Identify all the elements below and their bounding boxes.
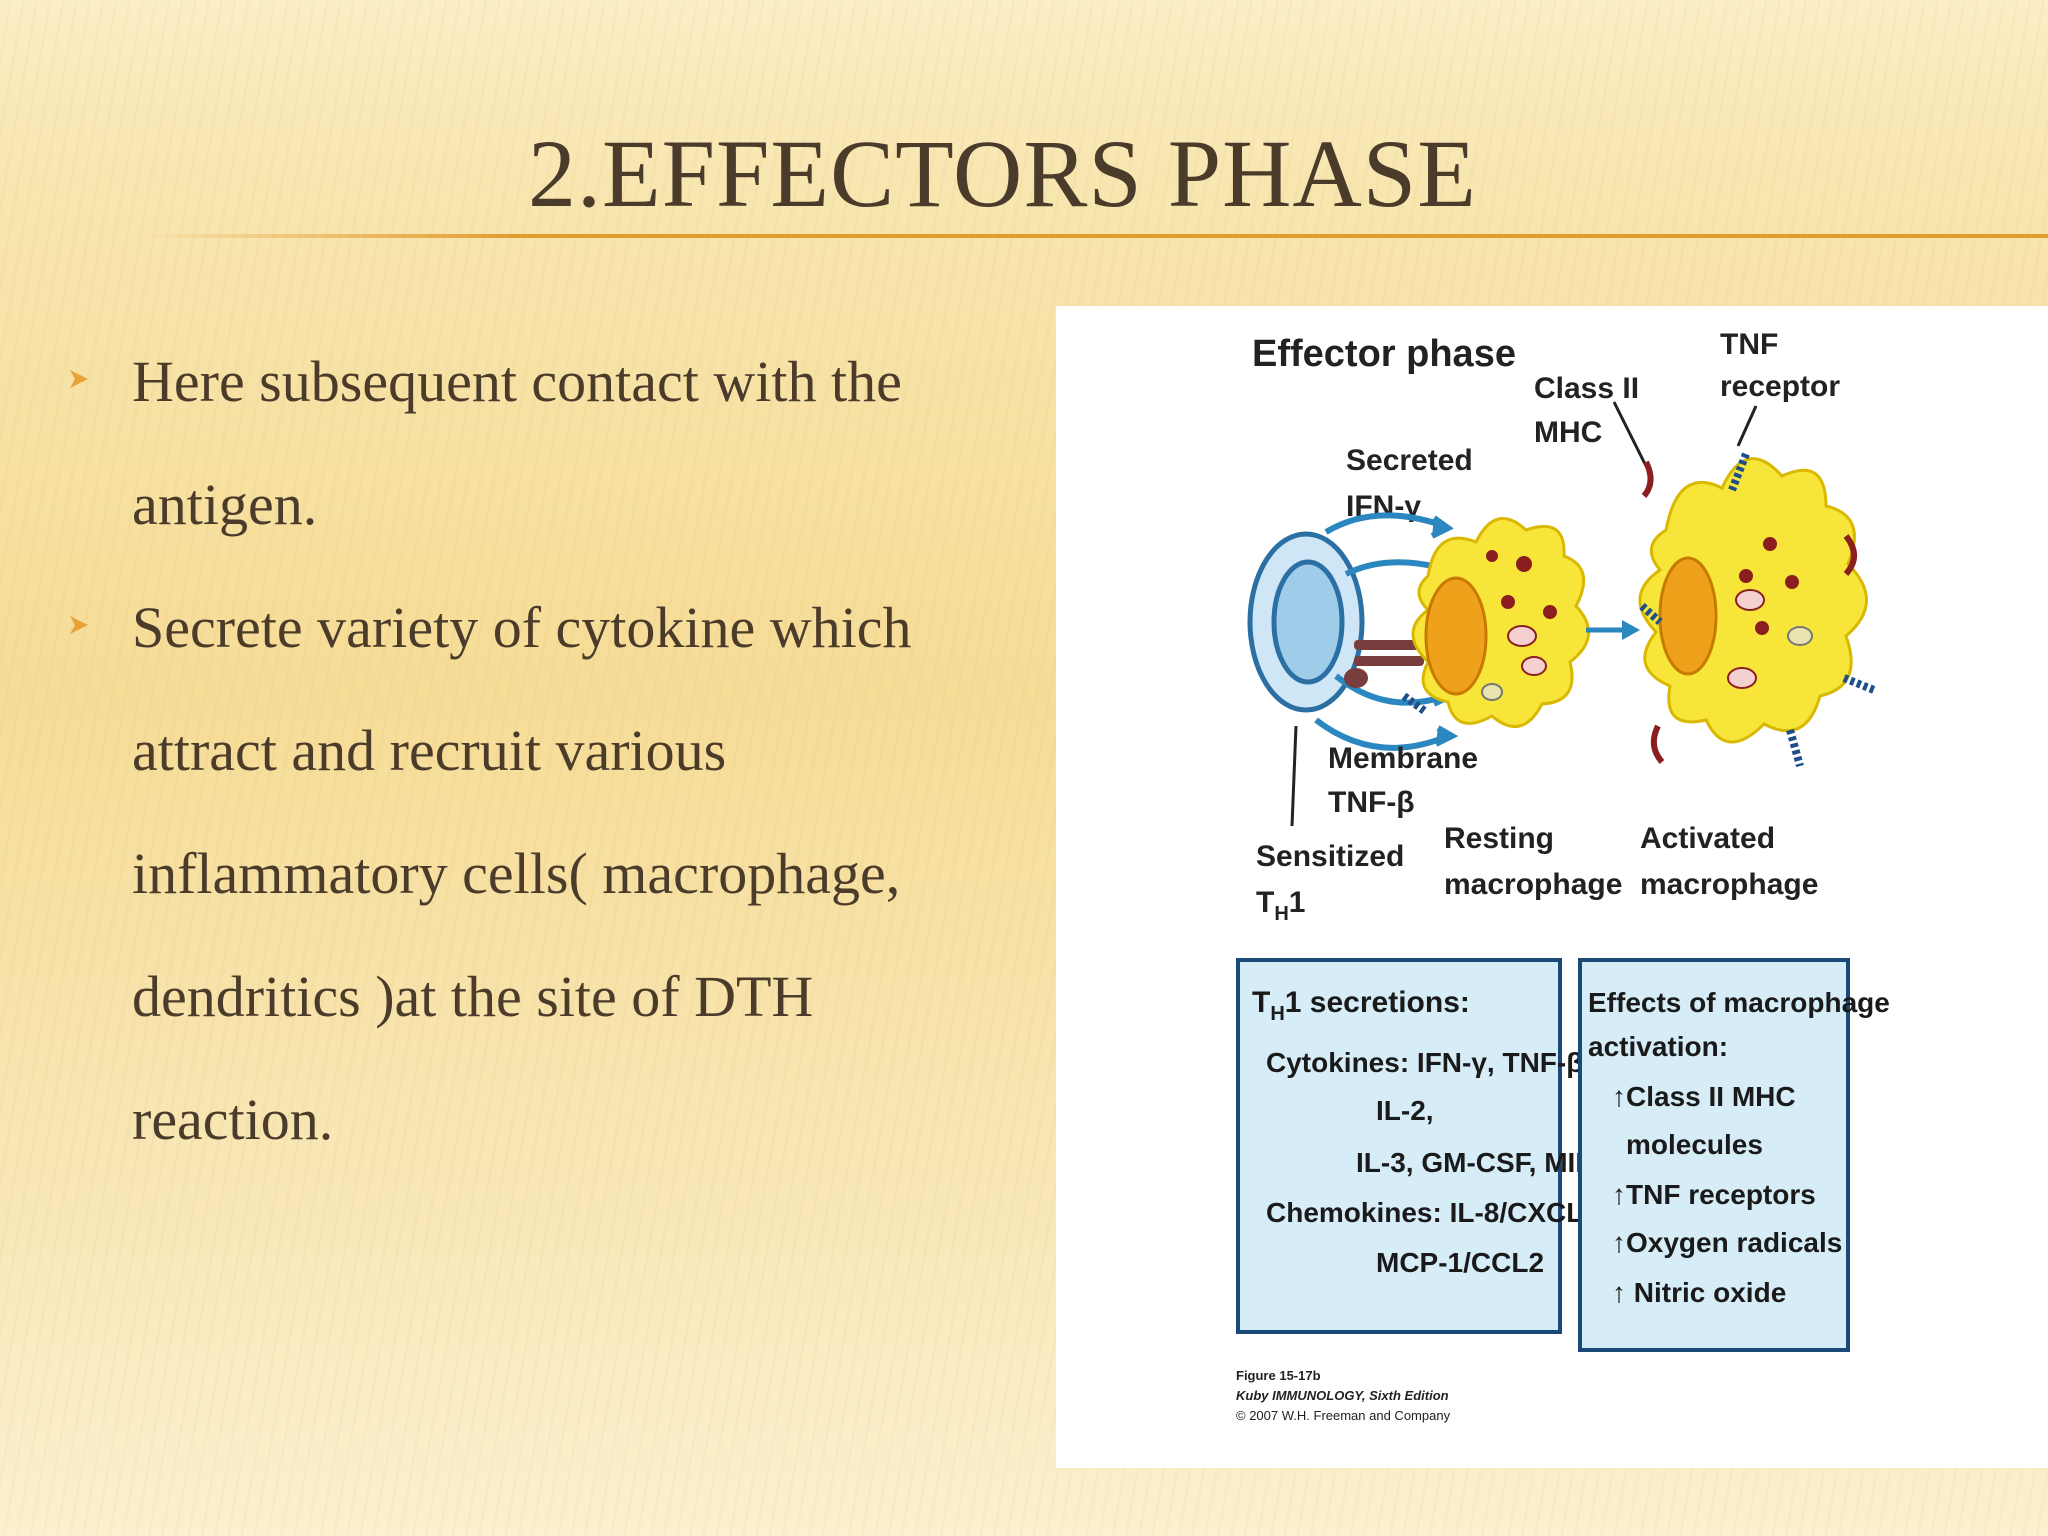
th1-box-line: Chemokines: IL-8/CXCL8, [1266, 1197, 1607, 1228]
macrophage-effects-box [1578, 958, 1850, 1352]
bullet-line: inflammatory cells( macrophage, [132, 841, 901, 906]
figure-svg: Effector phase TNF receptor Class II MHC… [1236, 328, 1890, 1423]
class-ii-pointer [1612, 401, 1648, 467]
tnf-receptor-pointer [1736, 405, 1758, 447]
bullet-line: Secrete variety of cytokine which [132, 595, 912, 660]
effects-box-line: ↑ Nitric oxide [1612, 1277, 1786, 1308]
effects-box-line: molecules [1626, 1129, 1763, 1160]
label-activated: Activated [1640, 822, 1775, 855]
bullet-line: dendritics )at the site of DTH [132, 964, 814, 1029]
figure-heading: Effector phase [1252, 333, 1516, 375]
bullet-item: Here subsequent contact with the antigen… [60, 320, 1060, 566]
th1-box-line: Cytokines: IFN-γ, TNF-β, [1266, 1047, 1591, 1078]
label-membrane: Membrane [1328, 742, 1478, 775]
arrow-bullet-icon [70, 370, 88, 388]
bullet-line: reaction. [132, 1087, 334, 1152]
resting-macrophage-icon [1401, 517, 1591, 728]
th1-box-line: IL-3, GM-CSF, MIF [1356, 1147, 1592, 1178]
th1-box-heading: TH1 secretions: [1252, 986, 1470, 1025]
th1-pointer [1290, 725, 1298, 827]
activation-arrow-icon [1586, 620, 1640, 640]
effects-box-line: ↑Oxygen radicals [1612, 1227, 1842, 1258]
label-class-ii: Class II [1534, 372, 1639, 405]
title-divider [140, 234, 2048, 238]
label-sensitized: Sensitized [1256, 840, 1404, 873]
label-tnf: TNF [1720, 328, 1778, 361]
label-activated-macrophage: macrophage [1640, 868, 1818, 901]
slide-title: 2.EFFECTORS PHASE [528, 120, 1477, 227]
figure-credit-line: Kuby IMMUNOLOGY, Sixth Edition [1236, 1388, 1449, 1403]
activated-macrophage-icon [1638, 452, 1876, 768]
label-tnf-beta: TNF-β [1328, 786, 1415, 819]
bullet-item: Secrete variety of cytokine which attrac… [60, 566, 1060, 1181]
th1-secretions-box [1236, 958, 1562, 1334]
effects-box-heading: Effects of macrophage [1588, 987, 1890, 1018]
bullet-list: Here subsequent contact with the antigen… [60, 320, 1060, 1181]
effects-box-heading: activation: [1588, 1031, 1728, 1062]
mhc-contact-icon [1344, 640, 1424, 688]
label-receptor: receptor [1720, 370, 1840, 403]
th1-box-line: MCP-1/CCL2 [1376, 1247, 1544, 1278]
arrow-bullet-icon [70, 616, 88, 634]
th1-box-line: IL-2, [1376, 1095, 1434, 1126]
label-th1: TH1 [1256, 886, 1305, 925]
effector-phase-figure: Effector phase TNF receptor Class II MHC… [1056, 306, 2048, 1468]
label-secreted: Secreted [1346, 444, 1473, 477]
effects-box-line: ↑TNF receptors [1612, 1179, 1816, 1210]
effects-box-line: ↑Class II MHC [1612, 1081, 1796, 1112]
bullet-line: Here subsequent contact with the [132, 349, 902, 414]
bullet-line: antigen. [132, 472, 318, 537]
figure-credit-line: © 2007 W.H. Freeman and Company [1236, 1408, 1451, 1423]
label-resting-macrophage: macrophage [1444, 868, 1622, 901]
label-resting: Resting [1444, 822, 1554, 855]
figure-credit-line: Figure 15-17b [1236, 1368, 1321, 1383]
th1-cell-icon [1247, 531, 1365, 713]
label-mhc: MHC [1534, 416, 1602, 449]
bullet-line: attract and recruit various [132, 718, 727, 783]
